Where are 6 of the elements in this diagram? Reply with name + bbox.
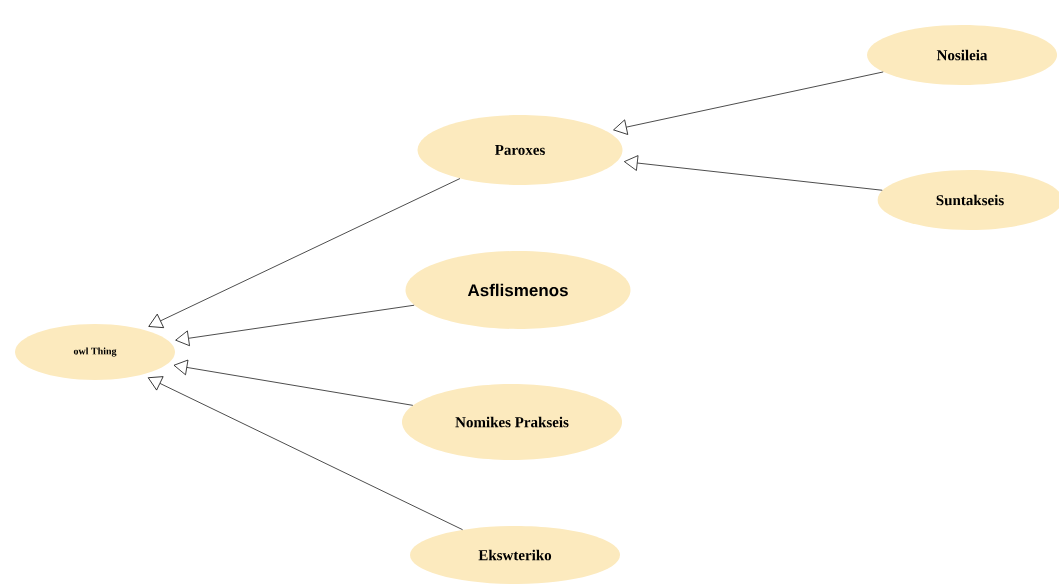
generalization-arrow xyxy=(175,304,415,347)
generalization-arrow xyxy=(148,178,461,328)
generalization-arrow xyxy=(173,359,414,406)
generalization-arrow xyxy=(624,155,883,191)
generalization-arrow xyxy=(613,71,884,135)
generalization-arrow xyxy=(147,376,463,531)
